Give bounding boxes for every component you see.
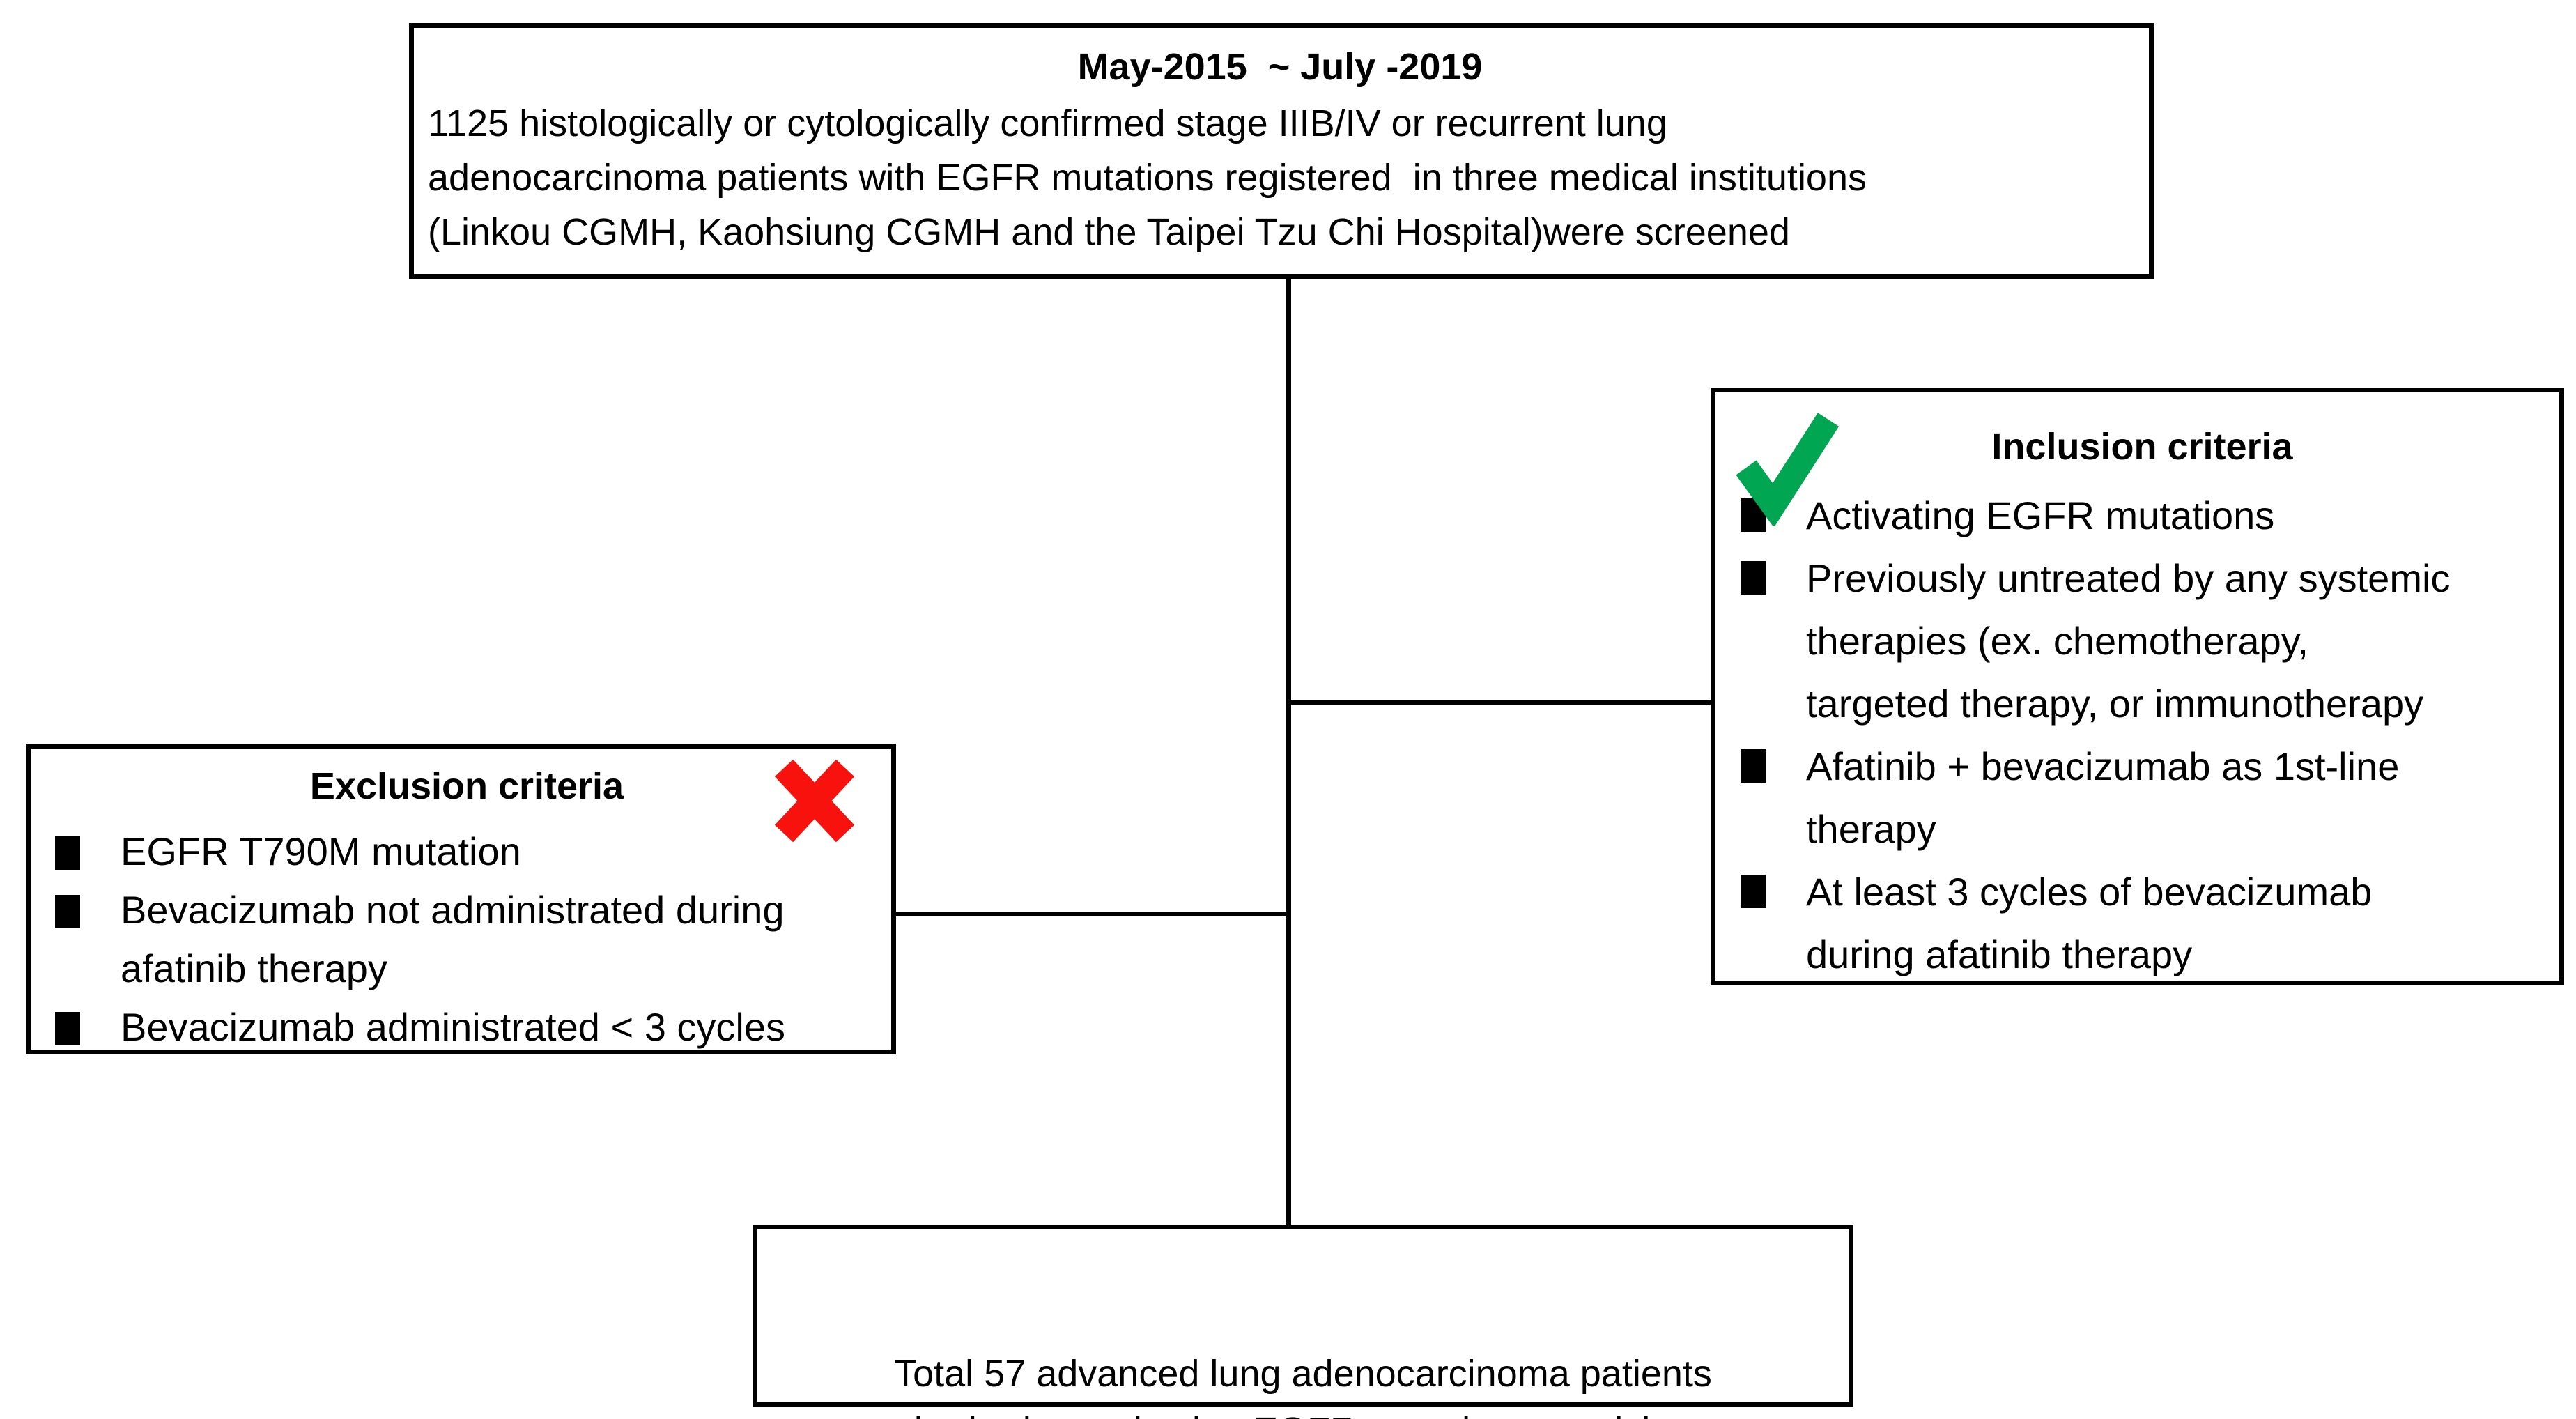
square-bullet-icon bbox=[1741, 749, 1766, 783]
screening-description: 1125 histologically or cytologically con… bbox=[428, 102, 1867, 253]
criteria-item-text: Afatinib + bevacizumab as 1st-line thera… bbox=[1806, 744, 2400, 851]
criteria-item-text: At least 3 cycles of bevacizumab during … bbox=[1806, 870, 2373, 976]
criteria-item-text: Bevacizumab administrated < 3 cycles bbox=[121, 1005, 785, 1049]
connector-exclusion-line bbox=[894, 912, 1291, 916]
screening-box: May-2015 ~ July -2019 1125 histologicall… bbox=[409, 23, 2154, 279]
inclusion-criteria-list: Activating EGFR mutations Previously unt… bbox=[1735, 484, 2550, 986]
criteria-item-text: EGFR T790M mutation bbox=[121, 829, 521, 873]
criteria-item-text: Previously untreated by any systemic the… bbox=[1806, 556, 2451, 726]
square-bullet-icon bbox=[1741, 561, 1766, 595]
inclusion-title: Inclusion criteria bbox=[1991, 426, 2293, 468]
connector-inclusion-line bbox=[1288, 700, 1713, 705]
screening-period-title: May-2015 ~ July -2019 bbox=[1077, 46, 1483, 88]
criteria-item: EGFR T790M mutation bbox=[49, 822, 884, 881]
square-bullet-icon bbox=[55, 1012, 80, 1045]
criteria-item: At least 3 cycles of bevacizumab during … bbox=[1735, 861, 2550, 986]
square-bullet-icon bbox=[1741, 875, 1766, 908]
exclusion-title: Exclusion criteria bbox=[309, 765, 624, 807]
cross-icon bbox=[774, 757, 855, 845]
square-bullet-icon bbox=[55, 836, 80, 870]
square-bullet-icon bbox=[55, 895, 80, 928]
connector-vertical-line bbox=[1286, 279, 1291, 1225]
criteria-item: Bevacizumab not administrated during afa… bbox=[49, 881, 884, 998]
exclusion-criteria-list: EGFR T790M mutation Bevacizumab not admi… bbox=[49, 822, 884, 1057]
result-box: Total 57 advanced lung adenocarcinoma pa… bbox=[753, 1225, 1853, 1419]
criteria-item-text: Bevacizumab not administrated during afa… bbox=[121, 888, 785, 990]
result-description: Total 57 advanced lung adenocarcinoma pa… bbox=[894, 1353, 1712, 1419]
inclusion-criteria-box: Inclusion criteria Activating EGFR mutat… bbox=[1711, 388, 2564, 985]
criteria-item: Previously untreated by any systemic the… bbox=[1735, 547, 2550, 735]
criteria-item: Afatinib + bevacizumab as 1st-line thera… bbox=[1735, 735, 2550, 861]
criteria-item-text: Activating EGFR mutations bbox=[1806, 493, 2275, 537]
check-icon bbox=[1735, 411, 1840, 526]
exclusion-criteria-box: Exclusion criteria EGFR T790M mutation B… bbox=[26, 744, 896, 1054]
criteria-item: Bevacizumab administrated < 3 cycles bbox=[49, 998, 884, 1057]
criteria-item: Activating EGFR mutations bbox=[1735, 484, 2550, 547]
